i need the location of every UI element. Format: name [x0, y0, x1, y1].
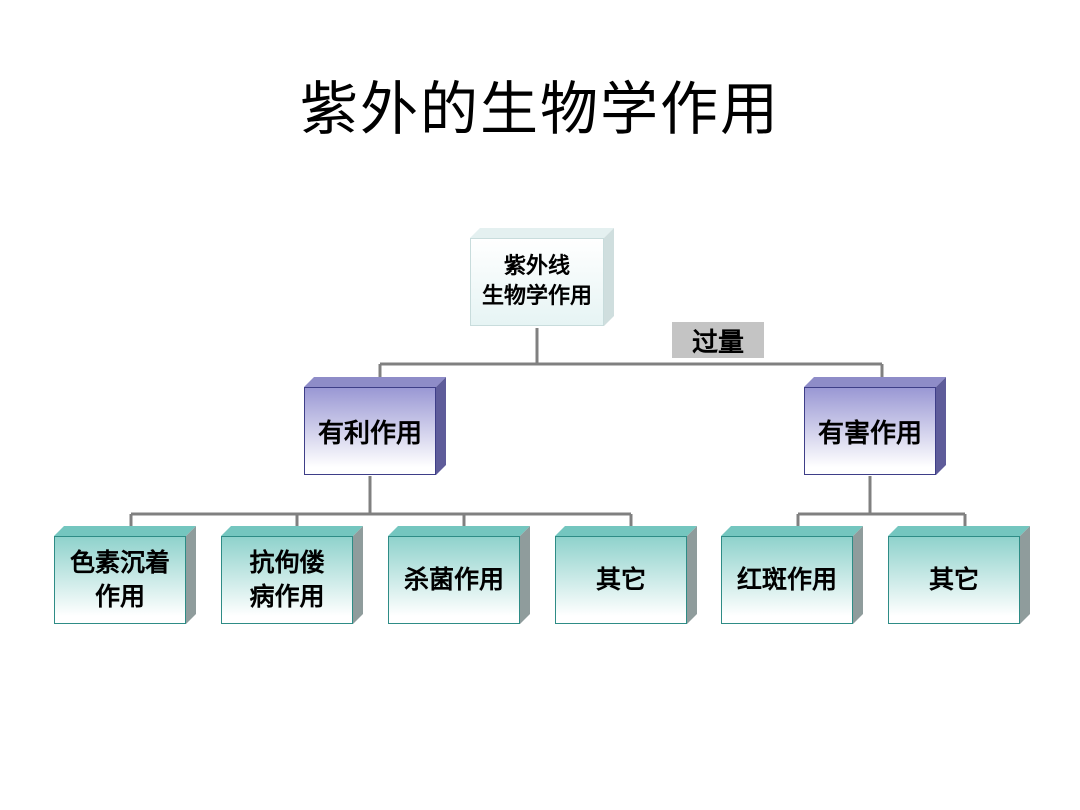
leaf-node-face: 其它 [555, 536, 687, 624]
leaf-node-line2: 作用 [94, 582, 145, 611]
leaf-node-face: 抗佝偻 病作用 [221, 536, 353, 624]
harmful-node: 有害作用 [804, 377, 946, 475]
leaf-node-side [186, 526, 196, 624]
harmful-node-side [936, 377, 946, 475]
leaf-node-side [1020, 526, 1030, 624]
leaf-node-side [687, 526, 697, 624]
beneficial-node: 有利作用 [304, 377, 446, 475]
leaf-node-side [353, 526, 363, 624]
leaf-node-bactericidal: 杀菌作用 [388, 526, 530, 624]
harmful-node-label: 有害作用 [804, 387, 936, 475]
overdose-label: 过量 [672, 322, 764, 358]
leaf-node-top [721, 526, 863, 536]
leaf-node-line1: 杀菌作用 [403, 565, 504, 594]
root-node-face: 紫外线 生物学作用 [470, 238, 604, 326]
root-node-top [470, 228, 614, 238]
beneficial-node-top [304, 377, 446, 387]
beneficial-node-side [436, 377, 446, 475]
leaf-node-harmful-other: 其它 [888, 526, 1030, 624]
leaf-node-face: 红斑作用 [721, 536, 853, 624]
root-node-line2: 生物学作用 [481, 284, 592, 309]
leaf-node-line1: 红斑作用 [736, 565, 837, 594]
root-node-line1: 紫外线 [503, 254, 570, 279]
leaf-node-face: 色素沉着 作用 [54, 536, 186, 624]
leaf-node-antirachitic: 抗佝偻 病作用 [221, 526, 363, 624]
leaf-node-top [54, 526, 196, 536]
leaf-node-line2: 病作用 [249, 582, 325, 611]
leaf-node-top [555, 526, 697, 536]
root-node: 紫外线 生物学作用 [470, 228, 614, 326]
leaf-node-side [520, 526, 530, 624]
leaf-node-line1: 其它 [595, 565, 646, 594]
leaf-node-face: 其它 [888, 536, 1020, 624]
root-node-side [604, 228, 614, 326]
leaf-node-top [388, 526, 530, 536]
leaf-node-top [888, 526, 1030, 536]
leaf-node-side [853, 526, 863, 624]
leaf-node-top [221, 526, 363, 536]
leaf-node-line1: 抗佝偻 [249, 548, 325, 577]
leaf-node-line1: 色素沉着 [69, 548, 170, 577]
leaf-node-erythema: 红斑作用 [721, 526, 863, 624]
beneficial-node-label: 有利作用 [304, 387, 436, 475]
slide-title: 紫外的生物学作用 [299, 75, 780, 143]
leaf-node-face: 杀菌作用 [388, 536, 520, 624]
leaf-node-beneficial-other: 其它 [555, 526, 697, 624]
leaf-node-pigmentation: 色素沉着 作用 [54, 526, 196, 624]
leaf-node-line1: 其它 [928, 565, 979, 594]
harmful-node-top [804, 377, 946, 387]
